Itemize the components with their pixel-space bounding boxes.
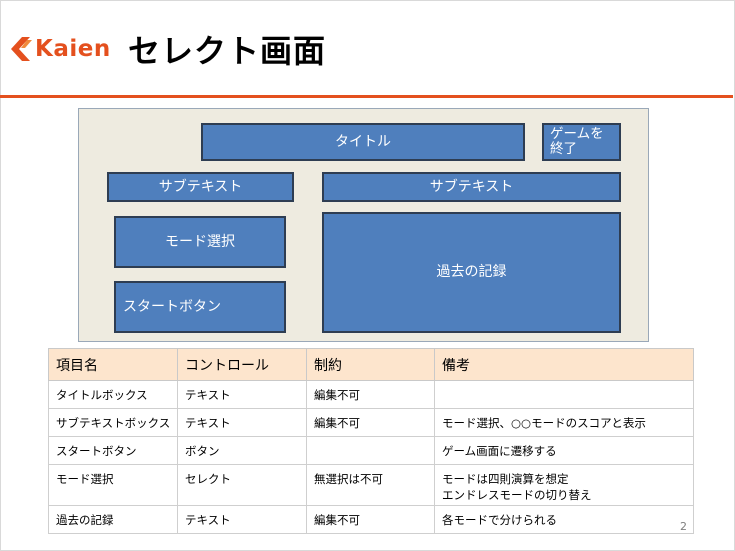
table-header-cell: 備考 [434, 348, 694, 381]
table-cell: セレクト [177, 464, 307, 506]
table-cell: ゲーム画面に遷移する [434, 436, 694, 465]
page-title: セレクト画面 [128, 32, 327, 70]
table-header-row: 項目名 コントロール 制約 備考 [48, 348, 694, 381]
table-header-cell: コントロール [177, 348, 307, 381]
table-cell: テキスト [177, 408, 307, 437]
table-cell: モード選択 [48, 464, 178, 506]
table-row: スタートボタン ボタン ゲーム画面に遷移する [48, 436, 694, 465]
table-row: モード選択 セレクト 無選択は不可 モードは四則演算を想定 エンドレスモードの切… [48, 464, 694, 506]
screen-mockup: タイトル ゲームを 終了 サブテキスト サブテキスト モード選択 過去の記録 ス… [78, 108, 649, 342]
mock-history: 過去の記録 [322, 212, 621, 333]
mock-subtext-right: サブテキスト [322, 172, 621, 202]
mock-start-button: スタートボタン [114, 281, 286, 333]
table-header-cell: 項目名 [48, 348, 178, 381]
table-cell: 各モードで分けられる [434, 505, 694, 534]
mock-quit-button: ゲームを 終了 [542, 123, 621, 161]
table-cell: スタートボタン [48, 436, 178, 465]
table-cell: モード選択、○○モードのスコアと表示 [434, 408, 694, 437]
title-divider [0, 95, 733, 98]
table-cell: ボタン [177, 436, 307, 465]
table-header-cell: 制約 [306, 348, 435, 381]
table-cell: テキスト [177, 380, 307, 409]
table-row: タイトルボックス テキスト 編集不可 [48, 380, 694, 409]
table-cell: 過去の記録 [48, 505, 178, 534]
kaien-logo-icon [11, 37, 32, 61]
table-cell: タイトルボックス [48, 380, 178, 409]
table-cell: サブテキストボックス [48, 408, 178, 437]
page-number: 2 [680, 520, 687, 533]
table-cell [434, 380, 694, 409]
table-cell: 編集不可 [306, 380, 435, 409]
spec-table: 項目名 コントロール 制約 備考 タイトルボックス テキスト 編集不可 サブテキ… [48, 348, 694, 534]
logo-text: Kaien [35, 36, 111, 62]
kaien-logo: Kaien [10, 34, 111, 64]
table-cell [306, 436, 435, 465]
table-cell: テキスト [177, 505, 307, 534]
table-cell: 編集不可 [306, 505, 435, 534]
mock-title-box: タイトル [201, 123, 525, 161]
table-row: サブテキストボックス テキスト 編集不可 モード選択、○○モードのスコアと表示 [48, 408, 694, 437]
table-row: 過去の記録 テキスト 編集不可 各モードで分けられる [48, 505, 694, 534]
mock-subtext-left: サブテキスト [107, 172, 294, 202]
table-cell: 無選択は不可 [306, 464, 435, 506]
table-cell: モードは四則演算を想定 エンドレスモードの切り替え [434, 464, 694, 506]
mock-mode-select: モード選択 [114, 216, 286, 268]
table-cell: 編集不可 [306, 408, 435, 437]
